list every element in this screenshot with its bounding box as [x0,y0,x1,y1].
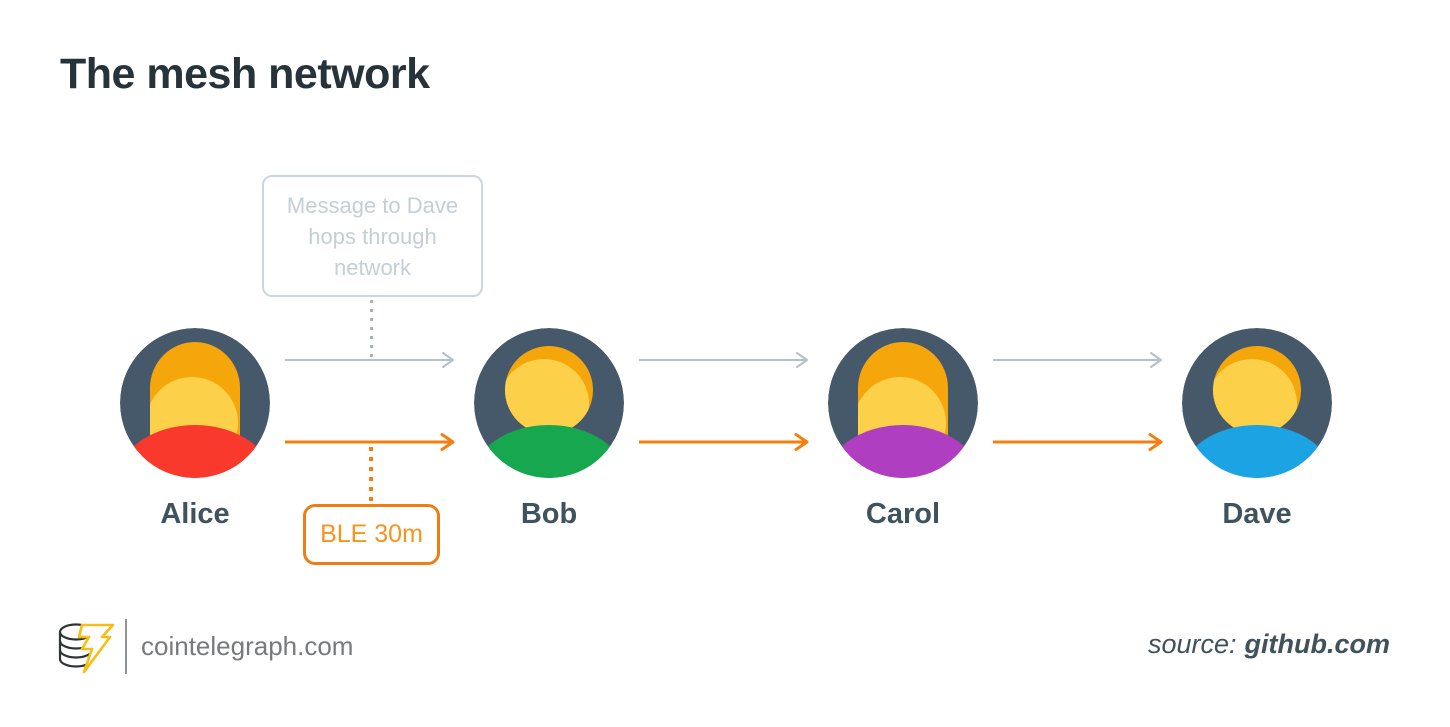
person-avatar-icon [120,328,270,478]
node-bob: Bob [474,328,624,530]
node-label-bob: Bob [520,498,578,530]
message-callout: Message to Dave hops through network [262,175,483,297]
person-avatar-icon [1182,328,1332,478]
page-title: The mesh network [60,50,430,98]
callout-dotted-connector [370,300,373,360]
orange-arrow-bob-carol [639,433,809,451]
gray-arrow-bob-carol [639,352,808,368]
orange-arrow-alice-bob [285,433,455,451]
node-carol: Carol [828,328,978,530]
cointelegraph-logo-icon [58,623,115,674]
gray-arrow-carol-dave [993,352,1162,368]
ble-range-label: BLE 30m [320,520,423,548]
node-label-dave: Dave [1222,498,1292,530]
footer-site-url: cointelegraph.com [141,631,354,661]
ble-dotted-connector [369,447,373,504]
orange-arrow-carol-dave [993,433,1163,451]
node-label-alice: Alice [160,498,230,530]
gray-arrow-alice-bob [285,352,454,368]
source-value: github.com [1244,629,1390,659]
node-label-carol: Carol [865,498,941,530]
footer-source: source:github.com [1148,629,1390,660]
person-avatar-icon [828,328,978,478]
person-avatar-icon [474,328,624,478]
node-alice: Alice [120,328,270,530]
footer-divider [125,619,127,674]
node-dave: Dave [1182,328,1332,530]
message-callout-text: Message to Dave hops through network [286,192,459,280]
source-prefix: source: [1147,629,1237,659]
ble-range-badge: BLE 30m [303,504,440,565]
